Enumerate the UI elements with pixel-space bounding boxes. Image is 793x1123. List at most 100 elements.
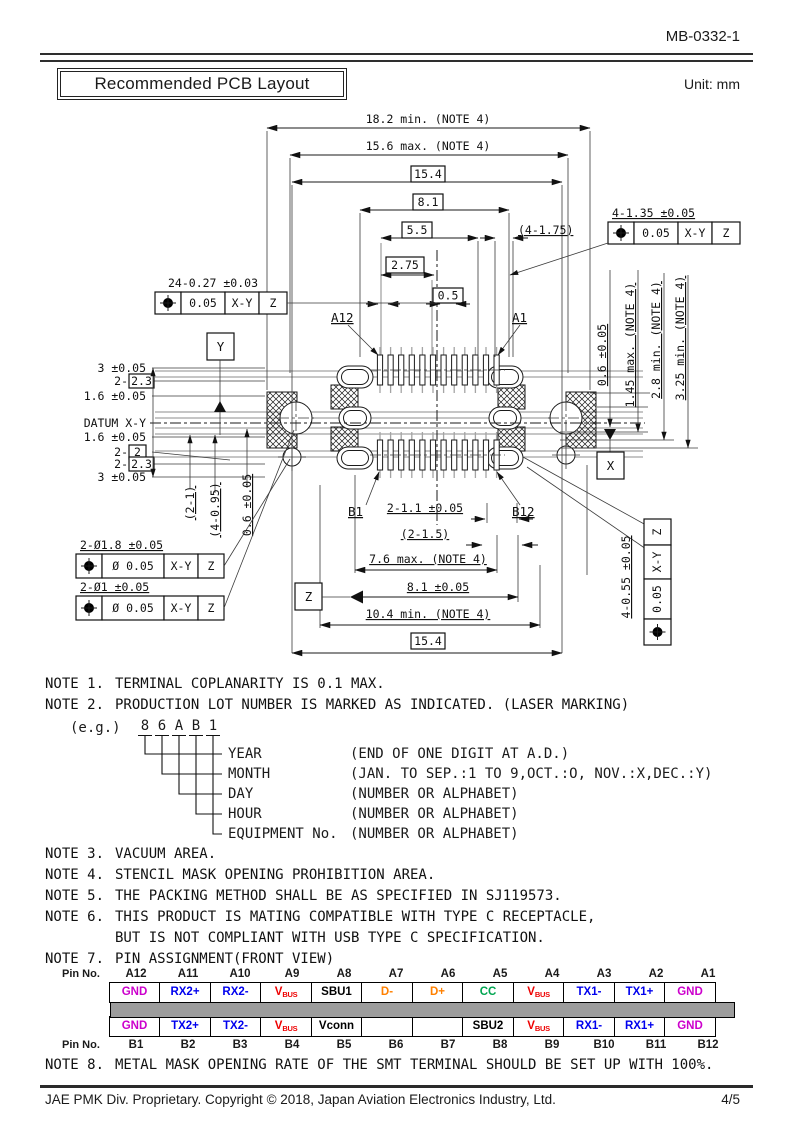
svg-text:0.6 ±0.05: 0.6 ±0.05 [240, 474, 254, 536]
signal-cell: GND [108, 1016, 161, 1037]
datum-y: Y [206, 332, 235, 435]
svg-text:0.05: 0.05 [189, 296, 217, 310]
svg-text:2.8 min. (NOTE 4): 2.8 min. (NOTE 4) [649, 281, 663, 399]
svg-text:1.45 max. (NOTE 4): 1.45 max. (NOTE 4) [623, 283, 637, 408]
svg-text:Ø 0.05: Ø 0.05 [112, 601, 154, 615]
svg-text:Z: Z [723, 226, 730, 240]
page-number: 4/5 [721, 1092, 740, 1107]
left-vertical-dimensions: (2-1) (4-0.95) 0.6 ±0.05 [183, 428, 254, 538]
pin-number: A6 [440, 968, 456, 980]
position-tolerance-icon [81, 558, 97, 574]
svg-text:0.05: 0.05 [642, 226, 670, 240]
signal-cell: VBUS [260, 982, 312, 1003]
svg-text:0.6 ±0.05: 0.6 ±0.05 [595, 324, 609, 386]
note-6-line2: BUT IS NOT COMPLIANT WITH USB TYPE C SPE… [115, 930, 545, 946]
pin-number: B10 [593, 1039, 615, 1051]
svg-text:2.75: 2.75 [391, 258, 419, 272]
pin-number: A4 [544, 968, 560, 980]
svg-text:10.4 min. (NOTE 4): 10.4 min. (NOTE 4) [366, 607, 491, 621]
pin-number: B9 [544, 1039, 560, 1051]
svg-text:(4-0.95): (4-0.95) [208, 482, 222, 537]
lot-tree-lines [144, 736, 222, 835]
position-tolerance-icon [81, 600, 97, 616]
note-8: NOTE 8.METAL MASK OPENING RATE OF THE SM… [45, 1057, 714, 1073]
svg-text:B1: B1 [348, 504, 363, 519]
svg-text:2: 2 [134, 445, 141, 459]
signal-cell: SBU2 [462, 1016, 514, 1037]
signal-cell: CC [462, 982, 514, 1003]
pin-number: A7 [388, 968, 404, 980]
pin-number: B7 [440, 1039, 456, 1051]
extension-lines [151, 131, 698, 653]
signal-cell: RX2+ [159, 982, 211, 1003]
note-1: NOTE 1.TERMINAL COPLANARITY IS 0.1 MAX. [45, 676, 385, 692]
note-2: NOTE 2.PRODUCTION LOT NUMBER IS MARKED A… [45, 697, 630, 713]
pin-callouts: A12 A1 B1 B12 [331, 310, 535, 519]
housing-outline-lines [155, 243, 643, 458]
svg-text:Ø 0.05: Ø 0.05 [112, 559, 154, 573]
note-3: NOTE 3.VACUUM AREA. [45, 846, 217, 862]
signal-cell: RX1- [563, 1016, 615, 1037]
svg-text:8.1: 8.1 [418, 195, 439, 209]
svg-text:Z: Z [208, 601, 215, 615]
svg-text:3 ±0.05: 3 ±0.05 [98, 361, 146, 375]
svg-text:X-Y: X-Y [171, 559, 192, 573]
pin-number: B5 [336, 1039, 352, 1051]
lot-char: B [189, 718, 203, 736]
lot-row: EQUIPMENT No.(NUMBER OR ALPHABET) [228, 826, 519, 842]
svg-text:24-0.27 ±0.03: 24-0.27 ±0.03 [168, 276, 258, 290]
bottom-dimensions: 2-1.1 ±0.05 (2-1.5) 7.6 max. (NOTE 4) 8.… [291, 501, 563, 657]
svg-text:2.3: 2.3 [131, 374, 152, 388]
svg-text:7.6 max. (NOTE 4): 7.6 max. (NOTE 4) [369, 552, 487, 566]
lot-char: 8 [138, 718, 152, 736]
svg-text:15.4: 15.4 [414, 634, 442, 648]
connector-body-bar [110, 1001, 735, 1018]
pin-number: B8 [492, 1039, 508, 1051]
notes-section: NOTE 1.TERMINAL COPLANARITY IS 0.1 MAX. … [0, 674, 793, 967]
signal-cell: RX2- [209, 982, 262, 1003]
pin-no-label: Pin No. [62, 1039, 100, 1051]
svg-text:(2-1.5): (2-1.5) [401, 527, 449, 541]
lot-row: HOUR(NUMBER OR ALPHABET) [228, 806, 519, 822]
lot-row: YEAR(END OF ONE DIGIT AT A.D.) [228, 746, 570, 762]
page-title: Recommended PCB Layout [60, 71, 344, 97]
svg-text:(4-1.75): (4-1.75) [518, 223, 573, 237]
signal-cell: Vconn [310, 1016, 363, 1037]
top-dimensions: 18.2 min. (NOTE 4) 15.6 max. (NOTE 4) 15… [266, 112, 591, 308]
unit-label: Unit: mm [684, 76, 740, 92]
note-7: NOTE 7.PIN ASSIGNMENT(FRONT VIEW) [45, 951, 335, 967]
svg-text:X-Y: X-Y [685, 226, 706, 240]
fcf-hole-1-8: 2-Ø1.8 ±0.05 Ø 0.05 X-Y Z [75, 458, 291, 579]
right-dimensions: 0.6 ±0.05 1.45 max. (NOTE 4) 2.8 min. (N… [595, 270, 691, 452]
pin-number: B3 [232, 1039, 248, 1051]
svg-text:4-0.55 ±0.05: 4-0.55 ±0.05 [619, 535, 633, 618]
position-tolerance-icon [160, 295, 176, 311]
signal-cell: TX2+ [159, 1016, 211, 1037]
svg-text:0.5: 0.5 [438, 289, 459, 303]
signal-cell: VBUS [512, 982, 565, 1003]
note-6: NOTE 6.THIS PRODUCT IS MATING COMPATIBLE… [45, 909, 596, 925]
pin-number: B6 [388, 1039, 404, 1051]
header-rule [40, 53, 753, 62]
pin-number: A10 [229, 968, 251, 980]
signal-cell [361, 1016, 413, 1037]
position-tolerance-icon [649, 624, 666, 640]
position-tolerance-icon [613, 225, 629, 241]
svg-text:2-Ø1.8 ±0.05: 2-Ø1.8 ±0.05 [80, 538, 163, 552]
svg-text:3 ±0.05: 3 ±0.05 [98, 470, 146, 484]
pin-number: B12 [697, 1039, 719, 1051]
svg-text:3.25 min. (NOTE 4): 3.25 min. (NOTE 4) [673, 276, 687, 401]
footer-rule [40, 1085, 753, 1088]
svg-text:2-: 2- [114, 374, 128, 388]
pin-number: A1 [700, 968, 716, 980]
signal-cell: VBUS [512, 1016, 565, 1037]
svg-text:A12: A12 [331, 310, 354, 325]
svg-text:2-Ø1 ±0.05: 2-Ø1 ±0.05 [80, 580, 149, 594]
svg-text:X: X [607, 458, 615, 473]
pin-number: B11 [645, 1039, 667, 1051]
